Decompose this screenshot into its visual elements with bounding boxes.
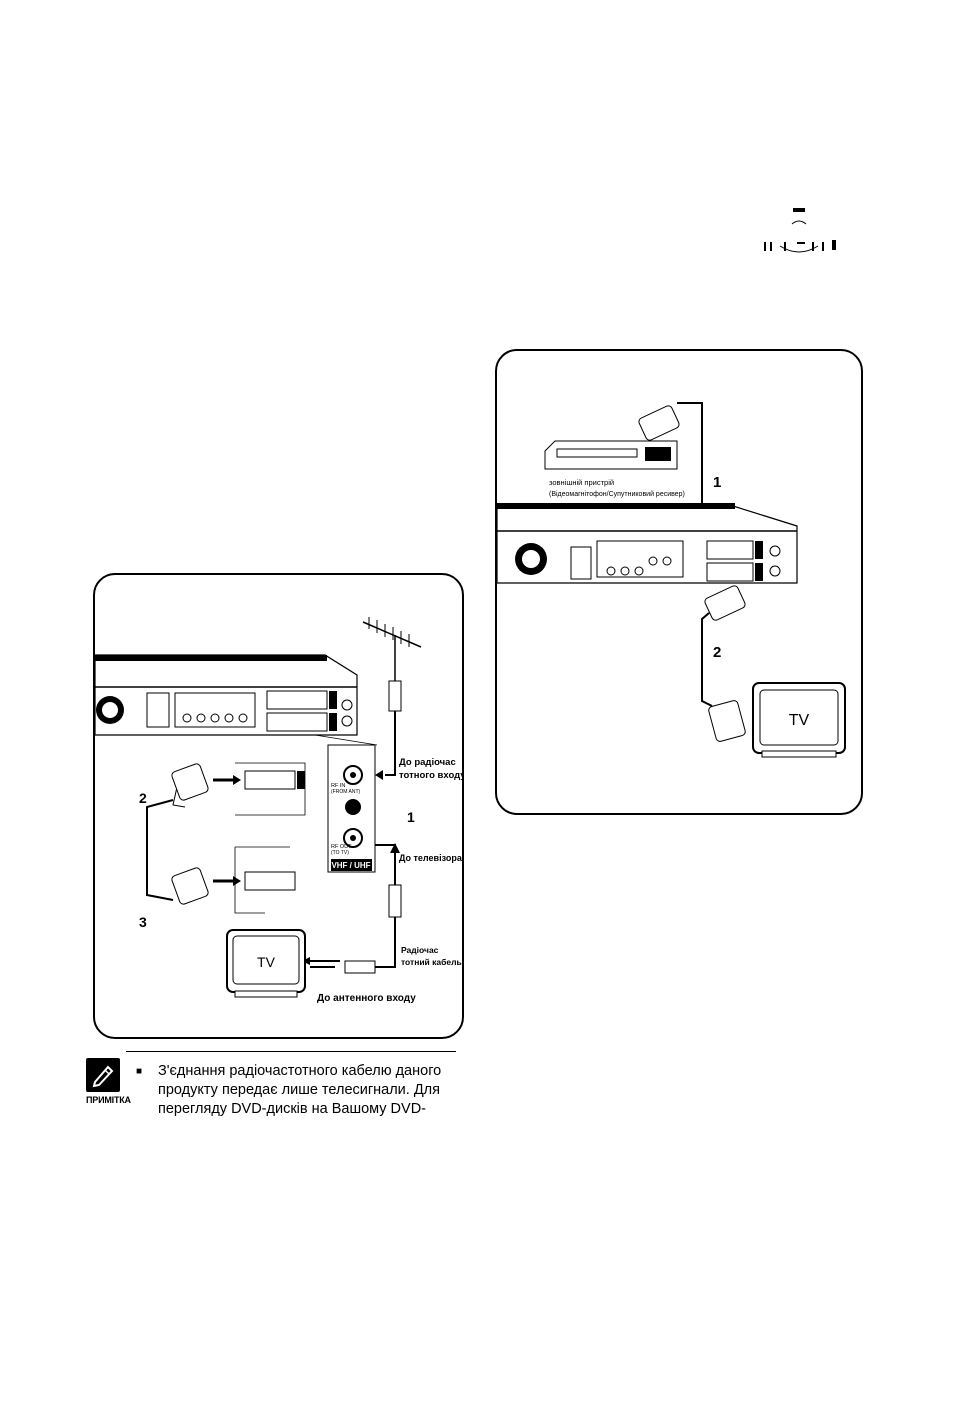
dvd-recorder-rear [497, 503, 798, 584]
to-tv-label: До телевізора [399, 853, 462, 863]
rf-out-sub-label: (TO TV) [331, 850, 349, 856]
external-device-label: зовнішній пристрій [549, 478, 614, 487]
note-text-container: ■ З'єднання радіочастотного кабелю даног… [136, 1062, 456, 1119]
external-device-types-label: (Відеомагнітофон/Супутниковий ресивер) [549, 490, 685, 498]
rf-cable-label-2: тотний кабель [401, 957, 462, 967]
tv-icon [752, 682, 846, 758]
to-rf-input-label-1: До радіочас [399, 757, 456, 768]
tv-label: TV [257, 954, 276, 970]
tv-icon [226, 929, 306, 998]
note-label: ПРИМІТКА [86, 1095, 131, 1105]
step-number-2: 2 [713, 644, 721, 661]
connection-diagram-scart: зовнішній пристрій (Відеомагнітофон/Супу… [495, 349, 863, 815]
vhf-uhf-label: VHF / UHF [331, 861, 370, 870]
scart-cable [146, 762, 306, 914]
rf-cable-label-1: Радіочас [401, 945, 439, 955]
antenna-icon [362, 617, 422, 780]
vcr-icon [544, 440, 678, 470]
step-number-2: 2 [139, 790, 147, 806]
to-antenna-label: До антенного входу [317, 993, 416, 1004]
dvd-recorder-rear [95, 654, 358, 736]
rf-out-label: RF OUT [331, 844, 352, 850]
rf-in-label: RF IN [331, 783, 345, 789]
note-text: З'єднання радіочастотного кабелю даного … [158, 1063, 442, 1117]
step-number-3: 3 [139, 914, 147, 930]
rf-cable [302, 843, 402, 974]
note-bullet: ■ [136, 1066, 143, 1077]
remote-buttons-icon [764, 208, 836, 253]
scart-cable-2 [701, 585, 746, 742]
rf-connector-panel: RF IN (FROM ANT) RF OUT (TO TV) VHF / UH… [314, 734, 378, 873]
to-rf-input-label-2: тотного входу [399, 770, 462, 781]
step-number-1: 1 [713, 474, 721, 491]
note-block: ПРИМІТКА ■ З'єднання радіочастотного каб… [86, 1050, 456, 1120]
note-divider [126, 1051, 456, 1052]
step-number-1: 1 [407, 809, 415, 825]
tv-label: TV [789, 712, 810, 729]
pencil-note-icon [86, 1058, 120, 1092]
rf-in-sub-label: (FROM ANT) [331, 789, 360, 795]
connection-diagram-rf: RF IN (FROM ANT) RF OUT (TO TV) VHF / UH… [93, 573, 464, 1039]
